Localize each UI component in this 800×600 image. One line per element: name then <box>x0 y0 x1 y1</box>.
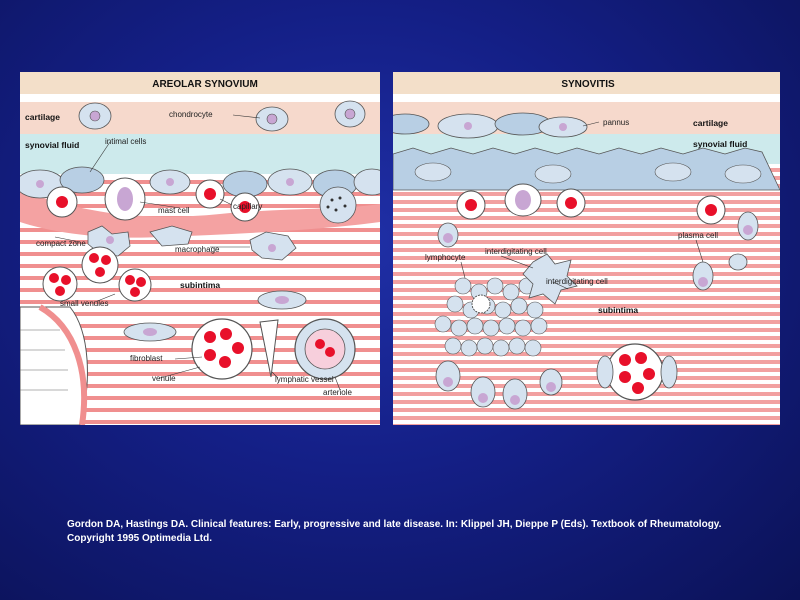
synovitis-diagram: SYNOVITIS <box>393 72 780 425</box>
venule <box>596 343 678 401</box>
label-cartilage: cartilage <box>25 112 60 122</box>
lymphatic-vessel <box>259 319 279 378</box>
small-venules <box>42 246 152 302</box>
plasma-cells <box>435 211 759 410</box>
label-compact-zone: compact zone <box>36 239 86 248</box>
label-chondrocyte: chondrocyte <box>169 110 213 119</box>
interdigitating-cell <box>522 253 578 305</box>
areolar-synovium-diagram: AREOLAR SYNOVIUM <box>20 72 380 425</box>
label-synovial-fluid: synovial fluid <box>25 140 79 150</box>
lymphocyte-aggregate <box>434 277 548 357</box>
label-lymphatic-vessel: lymphatic vessel <box>275 375 334 384</box>
label-plasma-cell: plasma cell <box>678 231 718 240</box>
arteriole <box>294 318 356 380</box>
label-subintima: subintima <box>180 280 220 290</box>
hyperplastic-intima <box>393 147 780 191</box>
intimal-cells <box>20 166 380 199</box>
label-cartilage: cartilage <box>693 118 728 128</box>
mast-cell <box>104 177 357 224</box>
chondrocytes <box>78 100 366 132</box>
label-capillary: capillary <box>233 202 262 211</box>
leader-lines <box>54 114 341 391</box>
leader-lines <box>460 121 704 290</box>
areolar-synovium-panel: AREOLAR SYNOVIUM <box>20 72 380 425</box>
label-synovial-fluid: synovial fluid <box>693 139 747 149</box>
label-interdigitating-cell-2: interdigitating cell <box>546 277 608 286</box>
label-arteriole: arteriole <box>323 388 352 397</box>
label-small-venules: small venules <box>60 299 108 308</box>
capillaries <box>456 183 726 225</box>
venule <box>191 318 253 380</box>
panel-title: AREOLAR SYNOVIUM <box>152 79 258 90</box>
pannus-cells <box>393 112 588 139</box>
synovitis-panel: SYNOVITIS <box>393 72 780 425</box>
capillaries <box>46 179 260 222</box>
citation-caption: Gordon DA, Hastings DA. Clinical feature… <box>67 519 722 544</box>
label-subintima: subintima <box>598 305 638 315</box>
label-lymphocyte: lymphocyte <box>425 253 466 262</box>
joint-cartilage-corner <box>20 304 88 425</box>
label-pannus: pannus <box>603 118 629 127</box>
label-mast-cell: mast cell <box>158 206 190 215</box>
label-intimal-cells: intimal cells <box>105 137 146 146</box>
label-venule: venule <box>152 374 176 383</box>
label-interdigitating-cell-1: interdigitating cell <box>485 247 547 256</box>
title-band <box>393 72 780 94</box>
title-band <box>20 72 380 94</box>
label-macrophage: macrophage <box>175 245 220 254</box>
fibroblasts <box>123 290 307 342</box>
label-fibroblast: fibroblast <box>130 354 163 363</box>
panel-title: SYNOVITIS <box>561 79 615 90</box>
compact-zone-band <box>20 190 380 238</box>
